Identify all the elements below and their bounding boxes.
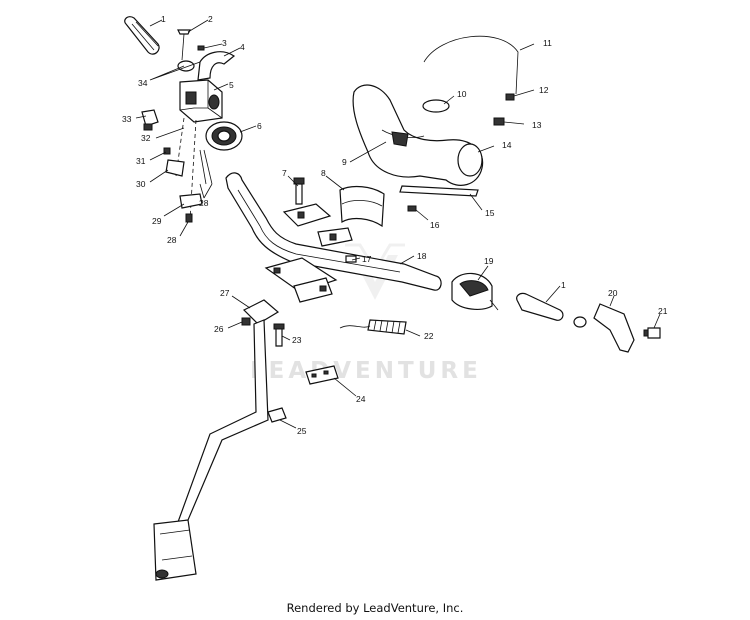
callout-1: 1 [161, 14, 166, 24]
nut-part-26 [241, 317, 251, 326]
callout-23: 23 [292, 335, 302, 345]
callout-24: 24 [356, 394, 366, 404]
callout-34: 34 [138, 78, 148, 88]
callout-8: 8 [321, 168, 326, 178]
callout-32: 32 [141, 133, 151, 143]
bolt-part-23 [273, 323, 285, 347]
mounting-parts-28-29-30-31-32 [163, 117, 213, 223]
steering-post-part [153, 299, 280, 581]
callout-18: 18 [417, 251, 427, 261]
screw-part-2 [177, 29, 191, 61]
callout-15: 15 [485, 208, 495, 218]
upper-clamp-part [282, 203, 353, 247]
callout-numbers: 1 2 3 4 34 5 33 32 6 31 30 28 29 28 7 8 … [122, 14, 668, 436]
callout-2: 2 [208, 14, 213, 24]
grip-end-part-20 [593, 303, 635, 353]
callout-13: 13 [532, 120, 542, 130]
callout-21: 21 [658, 306, 668, 316]
watermark-text: LEADVENTURE [250, 358, 482, 384]
callout-29: 29 [152, 216, 162, 226]
leader-lines [135, 19, 661, 429]
throttle-lever-part-4 [197, 51, 236, 81]
callout-19: 19 [484, 256, 494, 266]
callout-1-right: 1 [561, 280, 566, 290]
brake-control-part-19 [451, 272, 499, 311]
callout-33: 33 [122, 114, 132, 124]
callout-17: 17 [362, 254, 372, 264]
callout-4: 4 [240, 42, 245, 52]
lower-clamp-part-17 [264, 255, 357, 303]
callout-7: 7 [282, 168, 287, 178]
callout-25: 25 [297, 426, 307, 436]
screw-part-21 [643, 327, 661, 339]
callout-22: 22 [424, 331, 434, 341]
handlebar-part-18 [225, 172, 442, 291]
pad-end-part-14 [457, 143, 483, 177]
nut-part-13 [493, 117, 505, 126]
callout-28-upper: 28 [199, 198, 209, 208]
callout-12: 12 [539, 85, 549, 95]
bushing-part-25 [267, 407, 287, 423]
pivot-part-34 [177, 60, 195, 72]
bar-pad-part-8 [339, 185, 385, 228]
brake-line-part-11 [423, 35, 519, 95]
left-hand-grip [124, 16, 160, 55]
callout-28-lower: 28 [167, 235, 177, 245]
plate-part-24 [305, 365, 339, 385]
switch-assembly-part-6 [205, 121, 243, 151]
callout-14: 14 [502, 140, 512, 150]
callout-5: 5 [229, 80, 234, 90]
clip-part-16 [407, 205, 417, 212]
strap-part-15 [399, 185, 479, 197]
spring-part-22 [339, 319, 407, 335]
washer-part-3 [197, 45, 205, 51]
switch-part-33 [141, 109, 159, 131]
callout-9: 9 [342, 157, 347, 167]
callout-20: 20 [608, 288, 618, 298]
callout-26: 26 [214, 324, 224, 334]
callout-27: 27 [220, 288, 230, 298]
callout-30: 30 [136, 179, 146, 189]
callout-11: 11 [543, 38, 552, 48]
pad-insert-part-10 [422, 99, 450, 113]
bolt-part-7 [293, 177, 305, 205]
callout-31: 31 [136, 156, 146, 166]
right-hand-grip [516, 292, 587, 328]
callout-6: 6 [257, 121, 262, 131]
nut-part-12 [505, 93, 515, 101]
callout-16: 16 [430, 220, 440, 230]
callout-10: 10 [457, 89, 467, 99]
throttle-housing-part-5 [179, 79, 223, 123]
footer-credit: Rendered by LeadVenture, Inc. [286, 601, 464, 615]
callout-3: 3 [222, 38, 227, 48]
